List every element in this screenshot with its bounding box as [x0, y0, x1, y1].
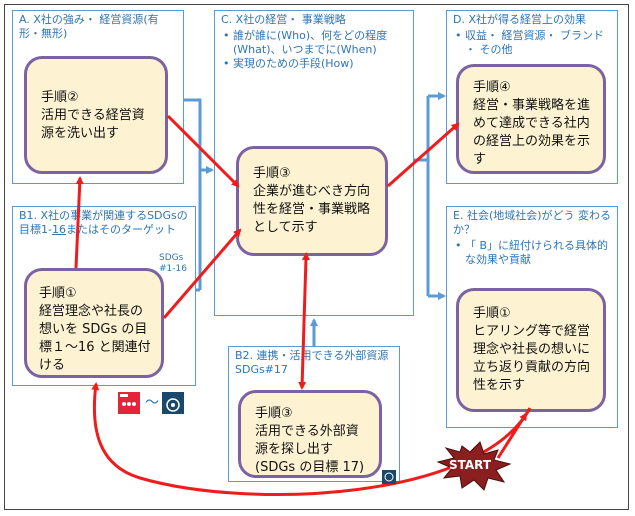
red-arrow-b1-to-a	[74, 176, 84, 269]
panel-c-bullet: 実現のための手段(How)	[223, 57, 409, 71]
step-box-b2: 手順③ 活用できる外部資源を探し出す (SDGs の目標 17)	[238, 390, 382, 478]
step-text: ヒアリング等で経営理念や社長の想いに立ち返り貢献の方向性を示す	[473, 324, 591, 393]
step-heading: 手順①	[39, 286, 77, 301]
step-text: 経営理念や社長の想いを SDGs の目標１～16 と関連付ける	[39, 304, 151, 373]
panel-a-title: A. X社の強み・ 経営資源(有形・無形)	[19, 13, 159, 40]
red-arrow-c-to-d	[387, 122, 460, 188]
sdgs-range-tag: SDGs #1-16	[159, 253, 187, 274]
panel-c-title: C. X社の経営・ 事業戦略	[221, 13, 346, 26]
step-box-c: 手順③ 企業が進むべき方向性を経営・事業戦略として示す	[236, 146, 388, 256]
panel-c-bullets: 誰が誰に(Who)、何をどの程度(What)、いつまでに(When) 実現のため…	[223, 29, 409, 71]
sdg-goal-1-icon	[118, 392, 140, 414]
step-heading: 手順③	[253, 166, 291, 181]
step-heading: 手順②	[41, 90, 79, 105]
step-text: 活用できる外部資源を探し出す	[255, 424, 359, 457]
diagram-frame	[4, 4, 629, 510]
sdg-tilde: ～	[145, 395, 159, 411]
panel-d-title: D. X社が得る経営上の効果	[453, 13, 586, 26]
red-arrow-start-to-e	[496, 412, 528, 459]
panel-d-bullets: 収益・ 経営資源・ ブランド ・ その他	[455, 29, 613, 57]
step-text: 企業が進むべき方向性を経営・事業戦略として示す	[253, 184, 371, 235]
step-box-d: 手順④ 経営・事業戦略を進めて達成できる社内の経営上の効果を示す	[456, 64, 606, 174]
panel-e-title: E. 社会(地域社会)がどう 変わるか？	[453, 209, 612, 236]
step-subtext: (SDGs の目標 17)	[255, 460, 365, 475]
red-arrow-c-b2-double	[298, 252, 310, 390]
red-arrow-a-to-c	[166, 114, 240, 188]
sdg-goal-17-icon	[382, 470, 396, 484]
step-heading: 手順③	[255, 406, 293, 421]
panel-e-bullets: 「 B」に紐付けられる具体的な効果や貢献	[455, 239, 613, 267]
start-label: START	[448, 458, 492, 472]
step-heading: 手順④	[473, 80, 511, 95]
start-burst	[436, 441, 512, 491]
sdg-goal-17-icon	[162, 392, 184, 414]
panel-e-bullet: 「 B」に紐付けられる具体的な効果や貢献	[455, 239, 613, 267]
step-text: 活用できる経営資源を洗い出す	[41, 108, 145, 141]
step-box-e: 手順① ヒアリング等で経営理念や社長の想いに立ち返り貢献の方向性を示す	[456, 288, 606, 412]
step-text: 経営・事業戦略を進めて達成できる社内の経営上の効果を示す	[473, 98, 591, 167]
panel-d-bullet: 収益・ 経営資源・ ブランド ・ その他	[455, 29, 613, 57]
step-box-b1: 手順① 経営理念や社長の想いを SDGs の目標１～16 と関連付ける	[24, 268, 164, 378]
step-box-a: 手順② 活用できる経営資源を洗い出す	[24, 56, 168, 174]
panel-b1-title: B1. X社の事業が関連するSDGsの目標1-16またはそのターゲット	[19, 209, 188, 236]
panel-c-bullet: 誰が誰に(Who)、何をどの程度(What)、いつまでに(When)	[223, 29, 409, 57]
step-heading: 手順①	[473, 306, 511, 321]
blue-connector-c-to-de	[414, 92, 446, 300]
panel-b2-title: B2. 連携・活用できる外部資源 SDGs#17	[235, 349, 400, 376]
blue-connector-ab-to-c	[184, 98, 214, 292]
red-arrow-b1-to-c	[162, 228, 242, 319]
